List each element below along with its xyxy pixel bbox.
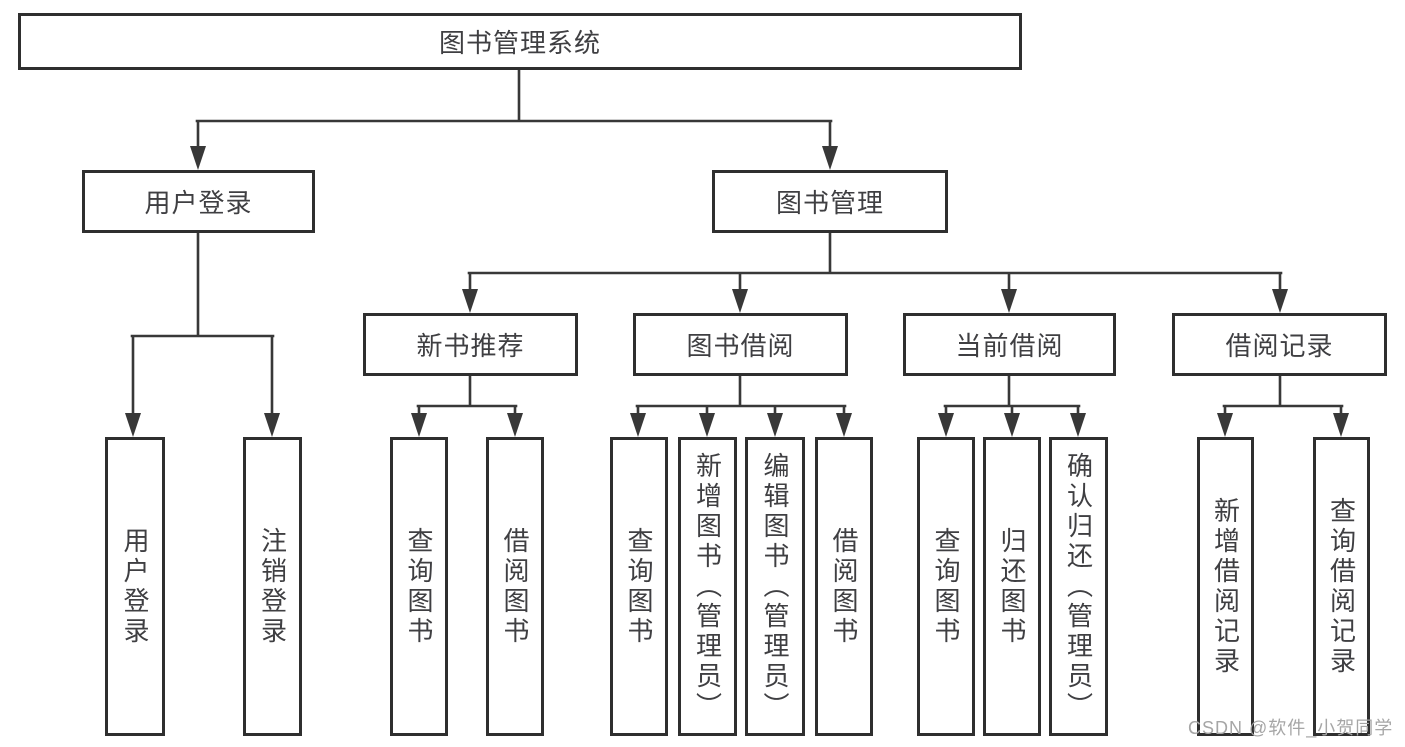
leaf-query-books-current-label: 查询图书 xyxy=(931,526,961,647)
node-new-book-recommend-label: 新书推荐 xyxy=(416,331,525,361)
arrowhead-icon xyxy=(125,413,141,437)
arrowhead-icon xyxy=(264,413,280,437)
node-current-borrow-label: 当前借阅 xyxy=(955,331,1064,361)
node-book-borrow: 图书借阅 xyxy=(633,313,848,376)
leaf-query-books-borrow: 查询图书 xyxy=(610,437,668,736)
node-book-borrow-label: 图书借阅 xyxy=(686,331,795,361)
arrowhead-icon xyxy=(836,413,852,437)
leaf-user-login: 用户登录 xyxy=(105,437,165,736)
arrowhead-icon xyxy=(1217,413,1233,437)
node-root-label: 图书管理系统 xyxy=(438,28,601,58)
leaf-query-books-recommend-label: 查询图书 xyxy=(404,526,434,647)
leaf-edit-book-admin: 编辑图书（管理员） xyxy=(745,437,805,736)
leaf-query-books-borrow-label: 查询图书 xyxy=(624,526,654,647)
leaf-borrow-books-borrow-label: 借阅图书 xyxy=(829,526,859,647)
node-borrow-records-label: 借阅记录 xyxy=(1225,331,1334,361)
leaf-query-borrow-record: 查询借阅记录 xyxy=(1313,437,1370,736)
leaf-add-book-admin: 新增图书（管理员） xyxy=(678,437,737,736)
node-book-management: 图书管理 xyxy=(712,170,948,233)
leaf-borrow-books-recommend: 借阅图书 xyxy=(486,437,544,736)
leaf-borrow-books-recommend-label: 借阅图书 xyxy=(500,526,530,647)
leaf-query-borrow-record-label: 查询借阅记录 xyxy=(1326,496,1357,677)
arrowhead-icon xyxy=(732,289,748,313)
leaf-logout-label: 注销登录 xyxy=(257,526,288,647)
arrowhead-icon xyxy=(630,413,646,437)
leaf-add-borrow-record: 新增借阅记录 xyxy=(1197,437,1254,736)
node-current-borrow: 当前借阅 xyxy=(903,313,1116,376)
leaf-confirm-return-admin-label: 确认归还（管理员） xyxy=(1063,451,1094,722)
node-book-management-label: 图书管理 xyxy=(775,188,884,218)
arrowhead-icon xyxy=(1333,413,1349,437)
leaf-query-books-recommend: 查询图书 xyxy=(390,437,448,736)
arrowhead-icon xyxy=(822,146,838,170)
leaf-edit-book-admin-label: 编辑图书（管理员） xyxy=(760,451,790,722)
arrowhead-icon xyxy=(938,413,954,437)
arrowhead-icon xyxy=(462,289,478,313)
arrowhead-icon xyxy=(411,413,427,437)
arrowhead-icon xyxy=(1004,413,1020,437)
arrowhead-icon xyxy=(507,413,523,437)
node-user-login-label: 用户登录 xyxy=(144,188,253,218)
connector-path xyxy=(130,68,1344,421)
arrowhead-icon xyxy=(1272,289,1288,313)
arrowhead-icon xyxy=(1070,413,1086,437)
leaf-add-borrow-record-label: 新增借阅记录 xyxy=(1210,496,1241,677)
watermark-text: CSDN @软件_小贺同学 xyxy=(1188,718,1394,738)
leaf-query-books-current: 查询图书 xyxy=(917,437,975,736)
arrowhead-icon xyxy=(767,413,783,437)
arrowhead-icon xyxy=(699,413,715,437)
leaf-return-book: 归还图书 xyxy=(983,437,1041,736)
arrowhead-icon xyxy=(190,146,206,170)
arrowhead-icon xyxy=(1001,289,1017,313)
leaf-return-book-label: 归还图书 xyxy=(997,526,1027,647)
node-new-book-recommend: 新书推荐 xyxy=(363,313,578,376)
leaf-add-book-admin-label: 新增图书（管理员） xyxy=(692,451,723,722)
leaf-user-login-label: 用户登录 xyxy=(120,526,150,647)
leaf-borrow-books-borrow: 借阅图书 xyxy=(815,437,873,736)
leaf-logout: 注销登录 xyxy=(243,437,302,736)
node-borrow-records: 借阅记录 xyxy=(1172,313,1387,376)
node-root: 图书管理系统 xyxy=(18,13,1022,70)
leaf-confirm-return-admin: 确认归还（管理员） xyxy=(1049,437,1108,736)
node-user-login: 用户登录 xyxy=(82,170,315,233)
